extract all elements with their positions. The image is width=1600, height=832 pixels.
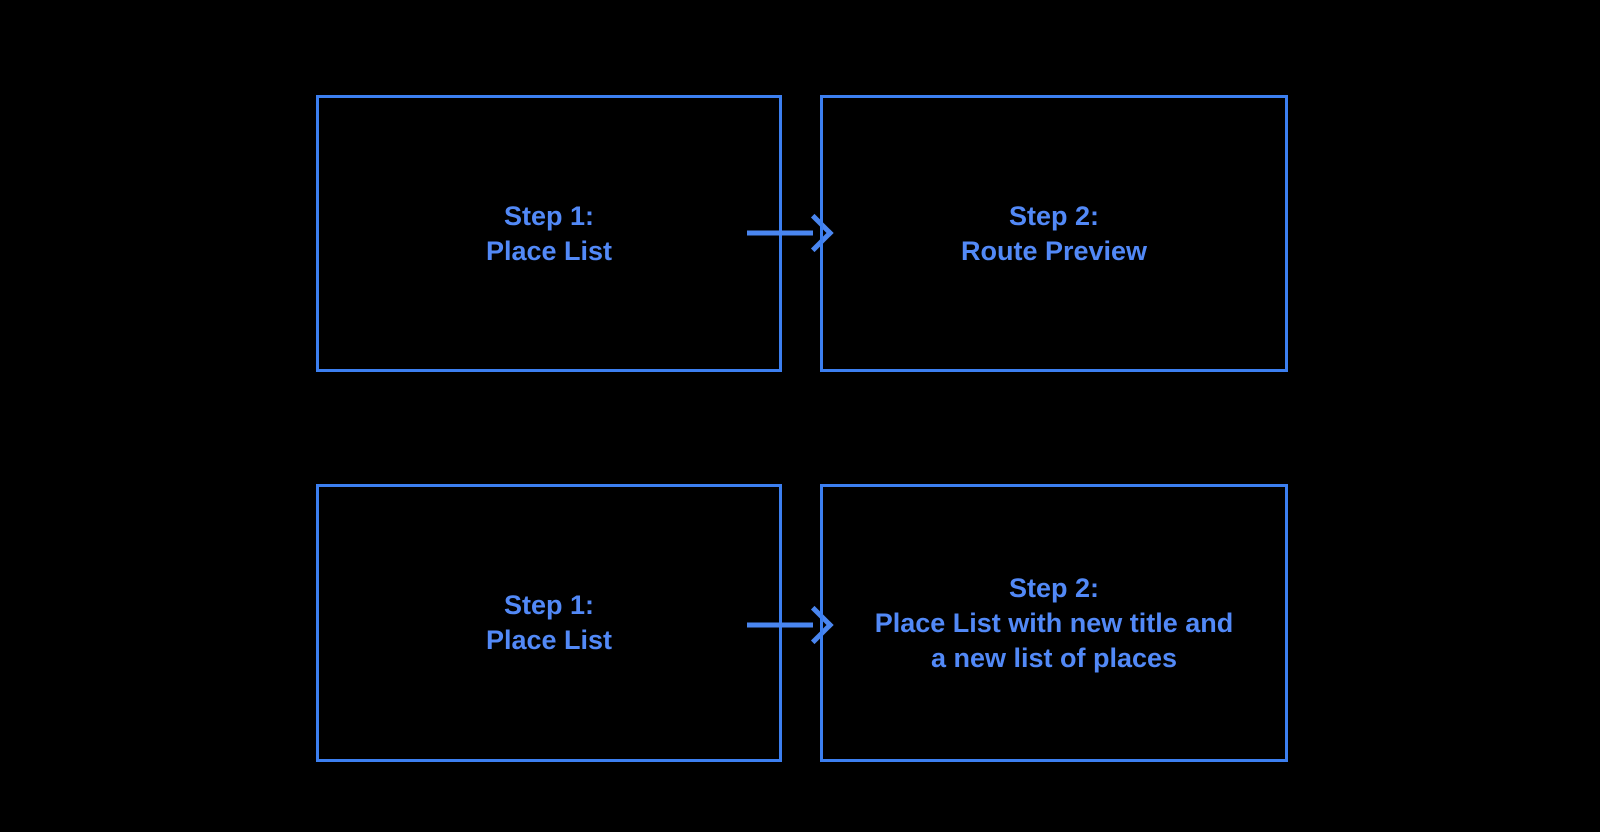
arrow-shaft — [747, 622, 813, 628]
arrow-shaft — [747, 230, 813, 236]
step-node-label: Step 2: Route Preview — [960, 200, 1148, 266]
step-node-step-1-place-list-b[interactable]: Step 1: Place List — [316, 484, 782, 762]
step-node-label: Step 1: Place List — [485, 200, 613, 266]
step-node-label: Step 2: Place List with new title and a … — [874, 572, 1234, 673]
step-node-step-2-new-place-list[interactable]: Step 2: Place List with new title and a … — [820, 484, 1288, 762]
arrow-right-icon — [747, 213, 834, 253]
step-node-step-2-route-preview[interactable]: Step 2: Route Preview — [820, 95, 1288, 372]
flow-route-preview: Step 1: Place List Step 2: Route Preview — [0, 0, 1600, 400]
arrow-right-icon — [747, 605, 834, 645]
step-node-label: Step 1: Place List — [485, 590, 613, 655]
